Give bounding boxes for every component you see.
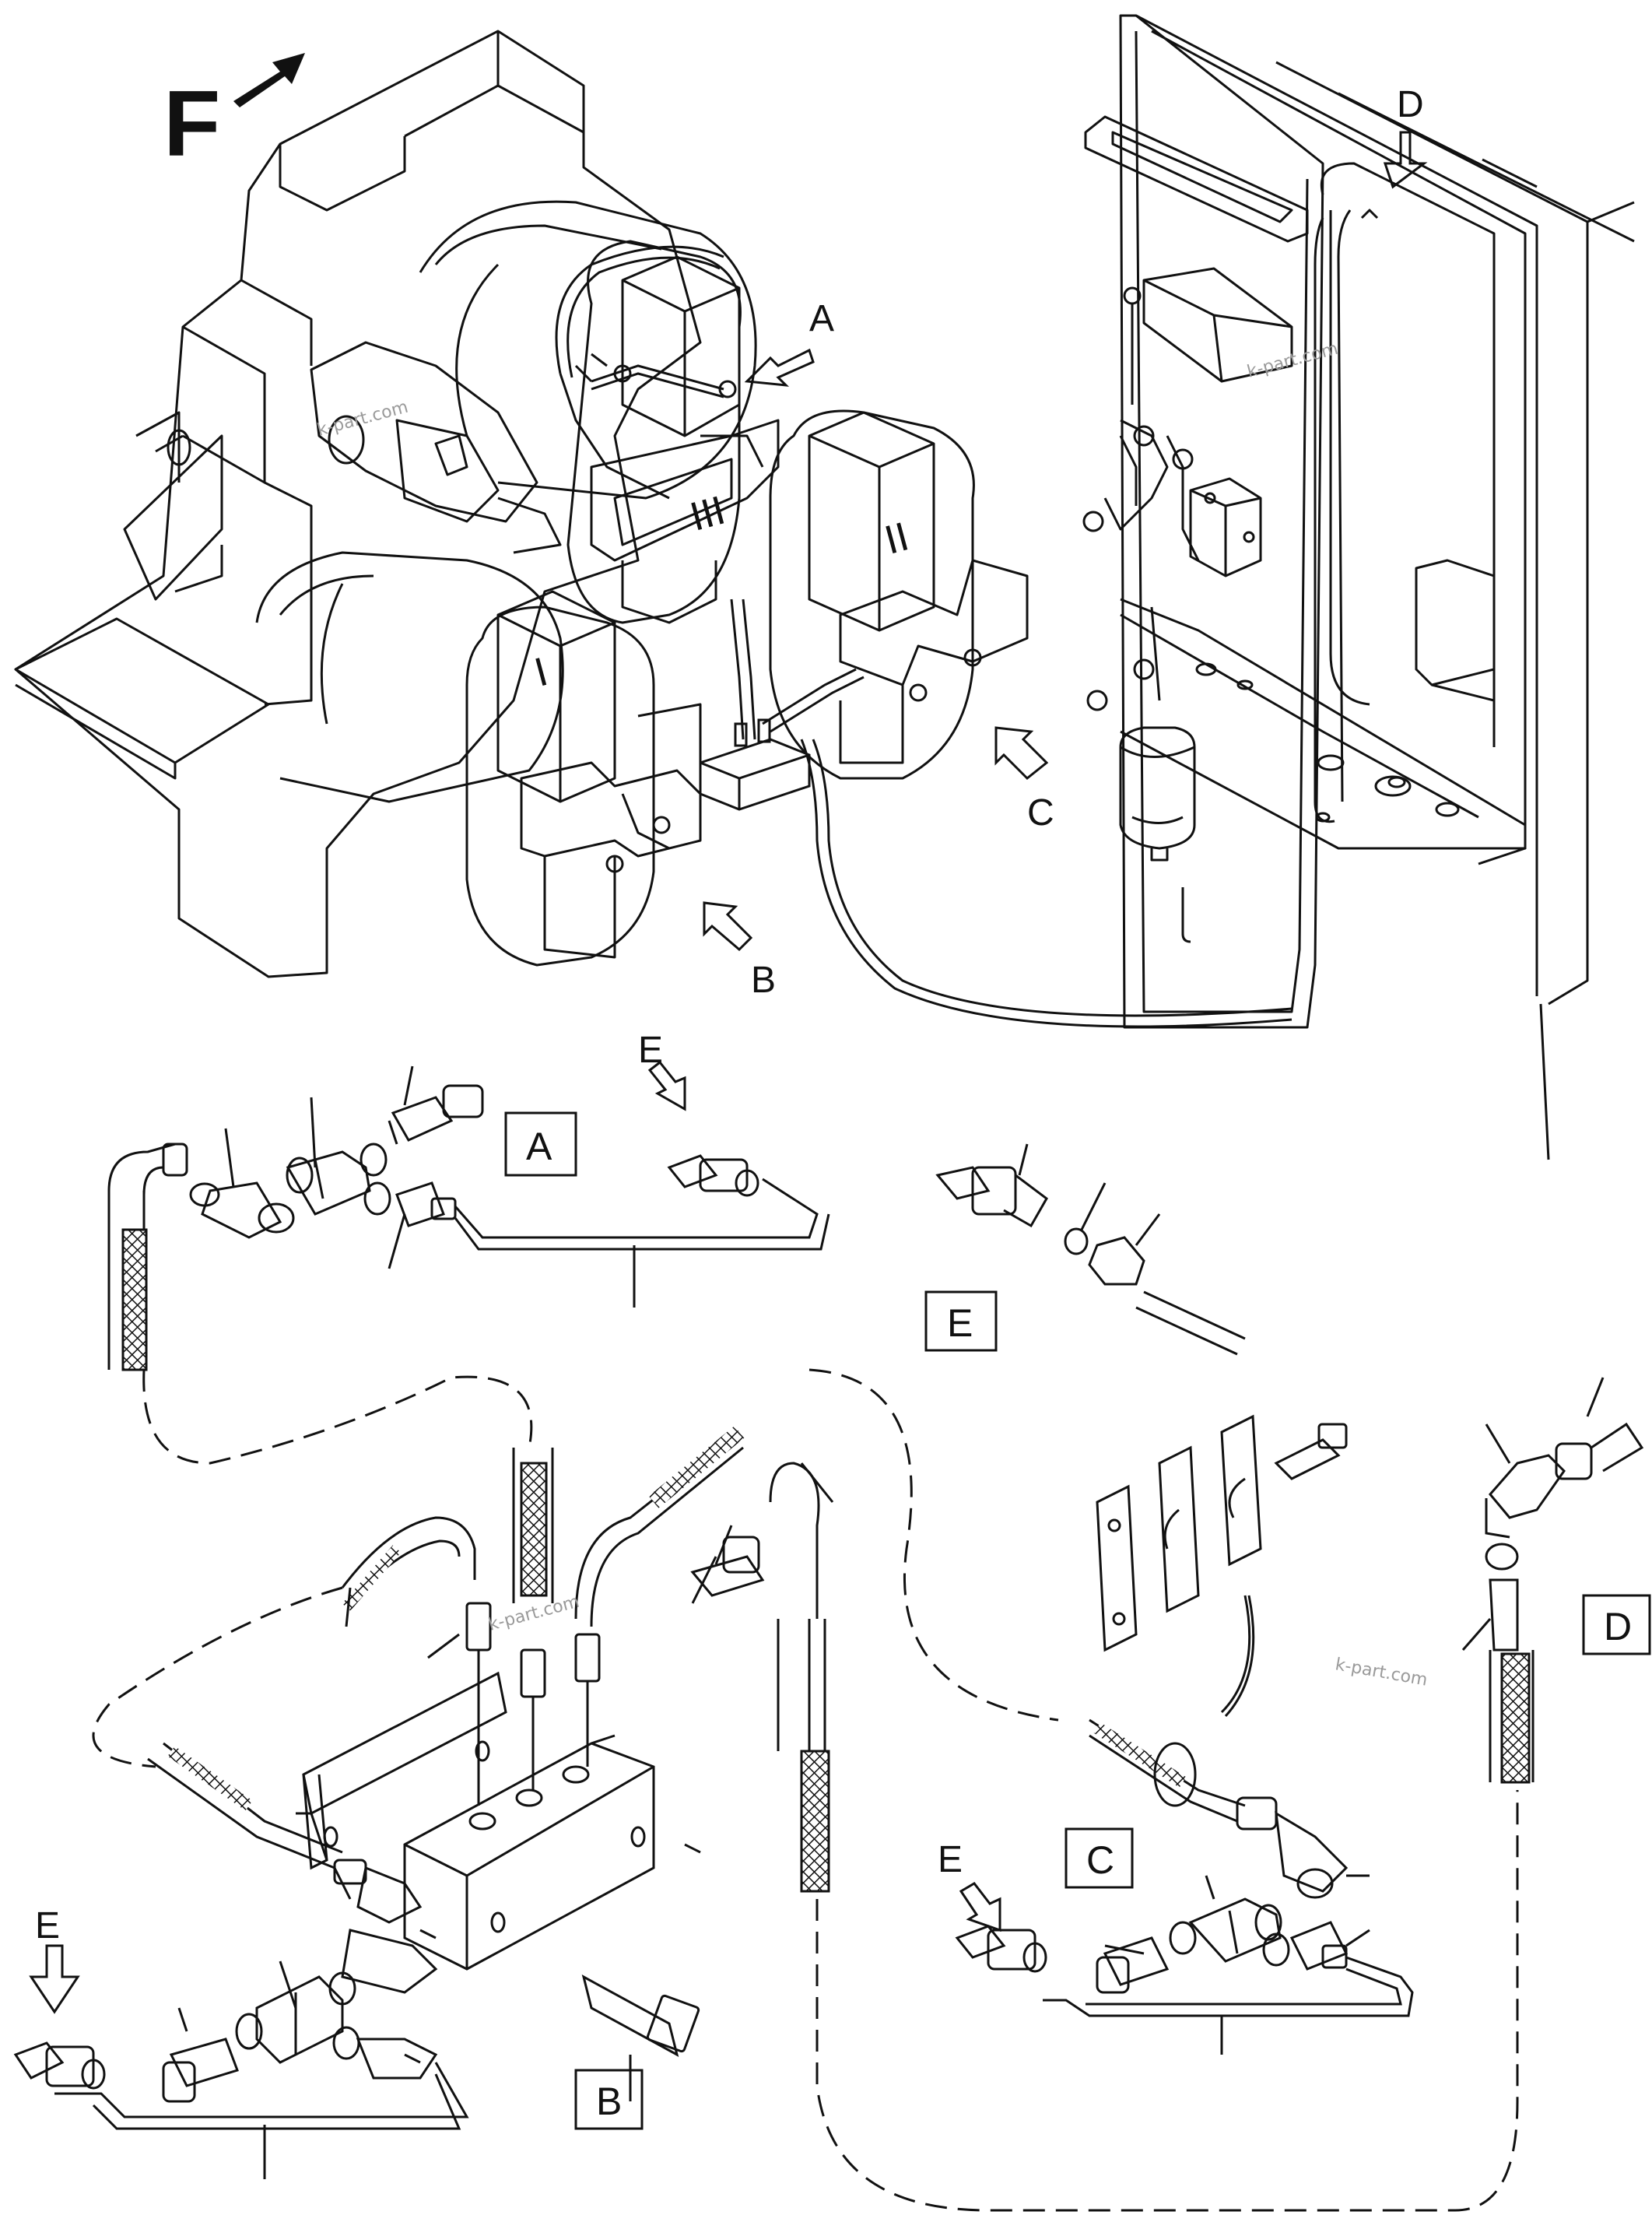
- view-arrow-e-detail-a: [647, 1060, 686, 1111]
- view-letter-a: A: [809, 298, 834, 339]
- direction-letter: F: [163, 72, 220, 176]
- valve-block-three: III: [566, 240, 780, 624]
- watermark-4: k-part.com: [1334, 1655, 1429, 1690]
- view-arrow-a: [744, 348, 815, 387]
- distribution-block: [699, 718, 811, 811]
- view-letter-e-detail-c: E: [938, 1839, 963, 1880]
- detail-c: C: [1043, 1718, 1414, 2055]
- view-arrow-e-detail-c: [959, 1882, 1001, 1932]
- detail-a-end-fitting: [667, 1154, 759, 1197]
- forward-arrow-icon: [233, 53, 305, 107]
- detail-box-a: [504, 1111, 577, 1177]
- view-letter-c: C: [1027, 792, 1054, 834]
- direction-indicator: F: [163, 53, 305, 176]
- valve-block-one: I: [465, 590, 702, 967]
- detail-box-e: [924, 1290, 998, 1352]
- view-letter-e-detail-b: E: [35, 1905, 60, 1946]
- view-arrow-b: [703, 901, 753, 952]
- detail-box-d: [1582, 1594, 1651, 1655]
- watermark-3: k-part.com: [486, 1592, 581, 1635]
- view-arrow-d: [1383, 131, 1428, 189]
- view-letter-e-detail-a: E: [638, 1030, 663, 1071]
- view-arrow-c: [994, 726, 1049, 781]
- lower-right-hose: [690, 1462, 834, 1893]
- detail-d: D: [1461, 1377, 1651, 1784]
- detail-box-b-label: B: [596, 2080, 622, 2123]
- detail-box-c-label: C: [1086, 1838, 1114, 1882]
- mounting-panel: [1082, 14, 1635, 1160]
- detail-box-e-label: E: [947, 1301, 973, 1345]
- detail-box-c: [1065, 1827, 1134, 1889]
- view-letter-d: D: [1397, 84, 1424, 125]
- view-arrow-e-detail-b: [29, 1944, 80, 2014]
- assembly-hoses: [555, 245, 1292, 1028]
- valve-block-two: II: [769, 409, 1029, 780]
- detail-a: A: [107, 1065, 830, 1371]
- detail-b-end-fitting: [13, 2041, 106, 2090]
- connection-dashes: [92, 1368, 1519, 2212]
- unit-two-numeral: II: [880, 514, 914, 563]
- detail-e: E: [924, 1143, 1246, 1356]
- view-letter-b: B: [751, 960, 776, 1001]
- detail-c-end-fitting: [955, 1925, 1047, 1973]
- detail-box-b: [574, 2069, 644, 2130]
- hose-clamp: [1096, 1414, 1348, 1718]
- detail-b: B: [54, 1426, 745, 2179]
- detail-box-d-label: D: [1604, 1605, 1632, 1648]
- unit-one-numeral: I: [530, 649, 552, 696]
- detail-box-a-label: A: [526, 1125, 552, 1168]
- unit-three-numeral: III: [686, 488, 730, 540]
- transmission-housing: [14, 30, 757, 978]
